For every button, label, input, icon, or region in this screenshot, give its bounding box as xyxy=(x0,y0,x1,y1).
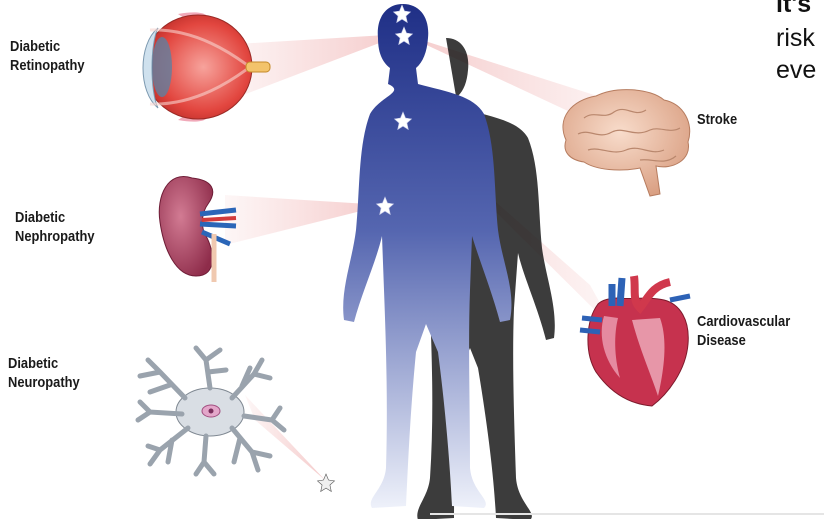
corner-text-line-2: risk xyxy=(776,24,815,52)
neuron-icon xyxy=(138,348,284,474)
label-diabetic-nephropathy: Diabetic Nephropathy xyxy=(15,208,95,246)
label-cardiovascular-disease: Cardiovascular Disease xyxy=(697,312,790,350)
kidney-icon xyxy=(159,177,236,282)
heart-icon xyxy=(580,276,690,406)
human-body-silhouette xyxy=(343,4,511,508)
corner-text-line-1: it's xyxy=(776,0,811,18)
corner-text-line-3: eve xyxy=(776,56,816,84)
label-diabetic-retinopathy: Diabetic Retinopathy xyxy=(10,37,85,75)
brain-icon xyxy=(563,90,690,196)
label-stroke: Stroke xyxy=(697,110,737,129)
label-diabetic-neuropathy: Diabetic Neuropathy xyxy=(8,354,80,392)
star-marker-foot xyxy=(318,474,335,492)
eye-icon xyxy=(143,12,270,121)
